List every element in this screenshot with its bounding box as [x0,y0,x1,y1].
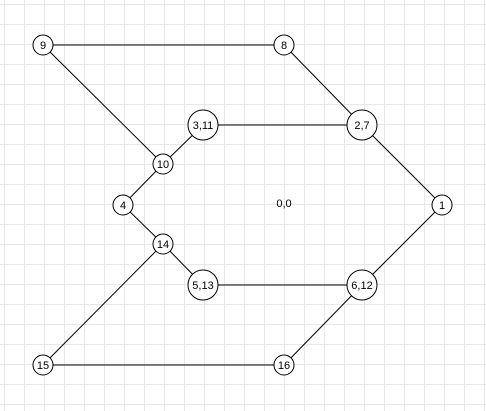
node-n9: 9 [32,34,54,56]
node-n8: 8 [273,34,295,56]
node-label: 15 [37,360,49,372]
edge-n6_12-n16 [283,284,363,366]
node-label: 3,11 [193,120,214,132]
node-circle [32,354,54,376]
edge-n1-n6_12 [361,204,443,286]
node-n6_12: 6,12 [346,269,378,301]
node-circle [187,269,219,301]
node-n4: 4 [112,194,134,216]
edge-n9-n10 [42,44,164,165]
node-n5_13: 5,13 [187,269,219,301]
edge-n2_7-n1 [361,124,443,206]
node-label: 2,7 [354,120,369,132]
node-label: 14 [157,239,169,251]
node-label: 9 [40,40,46,52]
node-circle [152,233,174,255]
node-circle [152,153,174,175]
node-circle [112,194,134,216]
node-circle [273,354,295,376]
edge-n8-n2_7 [283,44,363,126]
node-label: 8 [281,40,287,52]
origin-label: 0,0 [276,198,291,210]
node-n15: 15 [32,354,54,376]
edge-n14-n15 [42,243,164,366]
node-n1: 1 [431,194,453,216]
nodes-layer: 9 8 3,11 2,7 10 4 1 14 5,13 6,12 15 16 [32,34,453,376]
node-n3_11: 3,11 [187,109,219,141]
node-circle [431,194,453,216]
node-label: 4 [120,200,126,212]
node-circle [346,269,378,301]
node-circle [32,34,54,56]
node-label: 10 [157,159,169,171]
node-label: 6,12 [351,280,372,292]
node-circle [187,109,219,141]
node-n16: 16 [273,354,295,376]
node-circle [273,34,295,56]
node-label: 1 [439,200,445,212]
node-label: 16 [278,360,290,372]
node-n2_7: 2,7 [346,109,378,141]
node-label: 5,13 [192,280,213,292]
node-n10: 10 [152,153,174,175]
node-circle [346,109,378,141]
node-n14: 14 [152,233,174,255]
edges-layer [42,44,443,366]
